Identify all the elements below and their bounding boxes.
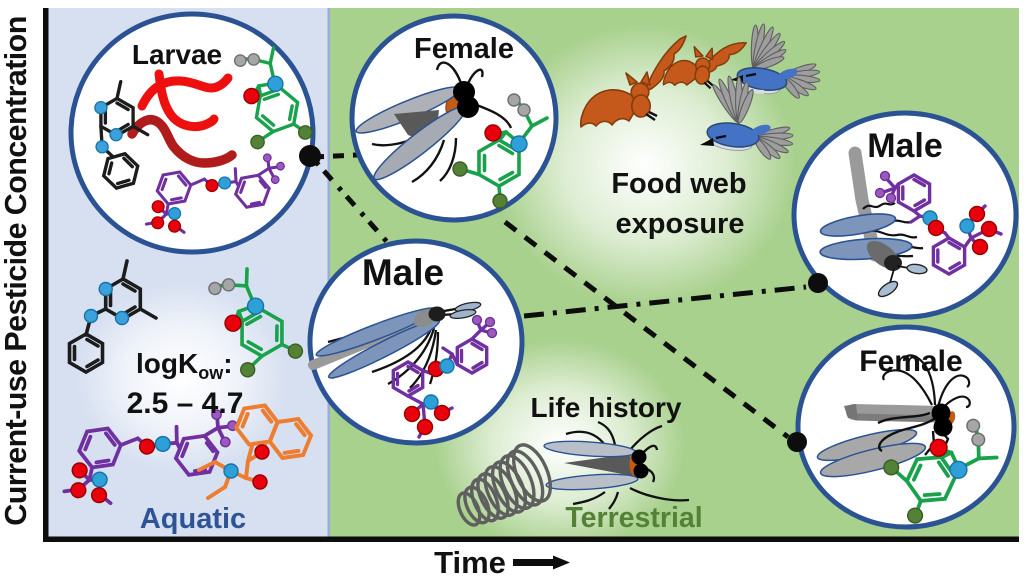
- svg-text:Current-use Pesticide Concentr: Current-use Pesticide Concentration: [0, 16, 33, 525]
- svg-text:Male: Male: [867, 127, 943, 165]
- svg-text:Male: Male: [362, 252, 444, 293]
- svg-text:Female: Female: [414, 33, 514, 65]
- svg-text:Time: Time: [434, 545, 506, 579]
- svg-text:Food web: Food web: [611, 168, 746, 200]
- svg-text:exposure: exposure: [616, 208, 745, 240]
- svg-text:Terrestrial: Terrestrial: [565, 502, 702, 534]
- svg-text:2.5 – 4.7: 2.5 – 4.7: [127, 387, 244, 420]
- svg-text:Female: Female: [859, 345, 962, 378]
- svg-text:Aquatic: Aquatic: [140, 503, 246, 535]
- svg-text:Larvae: Larvae: [132, 39, 222, 70]
- svg-text:Life history: Life history: [531, 392, 682, 423]
